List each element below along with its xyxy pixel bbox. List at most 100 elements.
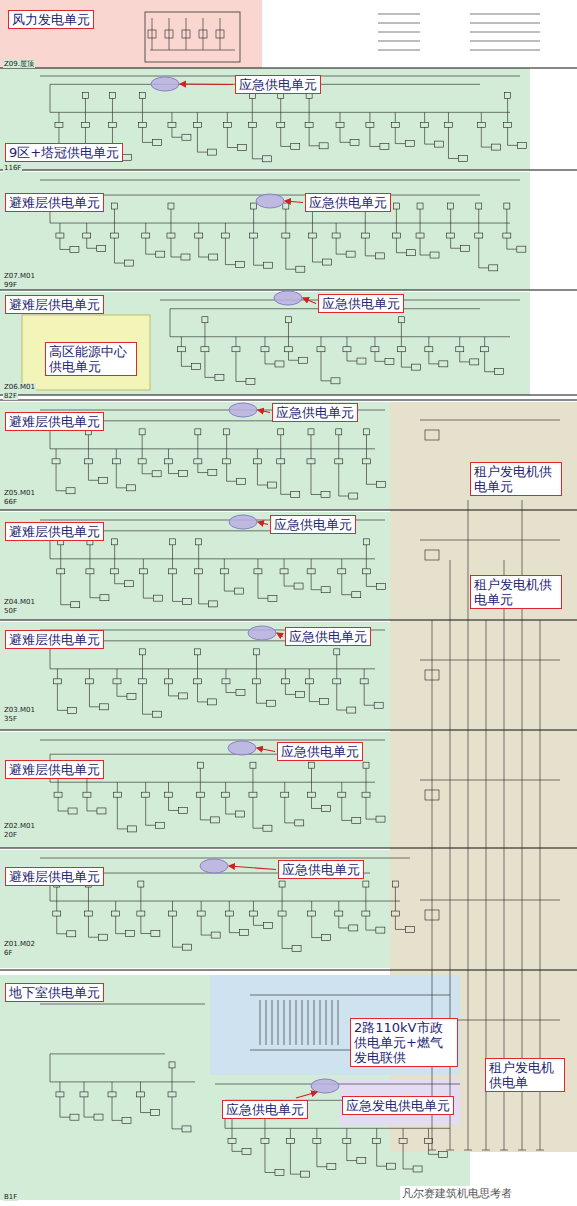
wire <box>172 1128 182 1129</box>
wire <box>168 473 178 474</box>
unit-label-box: 避难层供电单元 <box>5 412 104 431</box>
wire <box>369 112 370 122</box>
wire <box>50 1053 165 1054</box>
wire <box>282 916 283 948</box>
switch-box <box>182 134 191 140</box>
wire <box>266 1000 267 1045</box>
switch-box <box>83 792 91 797</box>
unit-label: 避难层供电单元 <box>9 524 100 539</box>
switch-box <box>363 762 369 768</box>
wire <box>506 209 507 223</box>
switch-box <box>111 203 117 209</box>
wire <box>311 574 312 590</box>
wire <box>378 23 420 24</box>
wire <box>57 710 67 711</box>
wire <box>366 768 367 782</box>
unit-label: 应急供电单元 <box>226 1102 304 1117</box>
unit-label: 应急发电供电单元 <box>346 1098 450 1113</box>
switch-box <box>112 539 118 545</box>
wire <box>428 352 429 364</box>
switch-box <box>195 569 203 574</box>
emergency-switch-marker <box>248 626 276 640</box>
wire <box>112 1097 113 1120</box>
wire <box>116 933 126 934</box>
leader-arrow <box>285 201 303 203</box>
wire <box>468 500 469 1150</box>
switch-box <box>336 122 344 127</box>
wire <box>341 797 342 820</box>
switch-box <box>183 944 192 950</box>
wire <box>310 435 311 449</box>
wire <box>232 1128 233 1138</box>
wire <box>181 352 182 367</box>
wire <box>403 1143 404 1169</box>
wire <box>401 367 411 368</box>
wire <box>170 238 171 257</box>
switch-box <box>291 143 300 149</box>
switch-box <box>397 347 405 352</box>
wire <box>150 50 235 51</box>
wire <box>316 1143 317 1166</box>
switch-box <box>456 347 464 352</box>
level-marker: 99F <box>3 281 18 289</box>
wire <box>366 574 367 587</box>
wire <box>252 768 253 782</box>
wire <box>224 591 234 592</box>
wire <box>181 337 182 347</box>
wire <box>290 1174 300 1175</box>
switch-box <box>153 595 162 601</box>
wire <box>203 18 204 50</box>
switch-box <box>242 1148 251 1154</box>
wire <box>365 255 375 256</box>
wire <box>339 927 349 928</box>
switch-box <box>113 679 121 684</box>
wire <box>145 797 146 825</box>
level-marker: 50F <box>3 607 18 615</box>
switch-box <box>294 583 303 589</box>
wire <box>141 1112 151 1113</box>
wire <box>59 238 60 249</box>
wire <box>320 352 321 381</box>
switch-box <box>122 1117 131 1123</box>
wire <box>284 574 285 586</box>
switch-box <box>305 679 313 684</box>
wire <box>220 18 221 50</box>
wire <box>197 655 198 669</box>
switch-box <box>362 459 370 464</box>
switch-box <box>228 1138 236 1143</box>
unit-label-box: 应急发电供电单元 <box>342 1096 454 1115</box>
unit-label-box: 避难层供电单元 <box>5 760 104 779</box>
wire <box>280 112 281 122</box>
switch-box <box>168 1092 176 1097</box>
wire <box>225 669 226 679</box>
switch-box <box>82 92 88 98</box>
wire <box>56 901 57 911</box>
switch-box <box>334 649 340 655</box>
wire <box>116 464 117 488</box>
wire <box>171 257 181 258</box>
switch-box <box>137 1092 145 1097</box>
wire <box>116 487 126 488</box>
switch-box <box>477 122 485 127</box>
wire <box>337 710 347 711</box>
wire <box>280 435 281 449</box>
wire <box>401 323 402 337</box>
wire <box>50 84 51 112</box>
wire <box>312 238 313 262</box>
level-marker: Z05.M01 <box>3 489 36 497</box>
wire <box>376 1128 377 1138</box>
wire <box>199 603 209 604</box>
switch-box <box>236 690 245 696</box>
wire <box>341 559 342 569</box>
unit-label-box: 避难层供电单元 <box>5 295 104 314</box>
wire <box>312 808 322 809</box>
wire <box>50 223 510 224</box>
wire <box>250 1050 350 1051</box>
switch-box <box>343 347 351 352</box>
wire <box>366 449 367 459</box>
wire <box>366 797 367 819</box>
switch-box <box>151 930 160 936</box>
wire <box>312 262 322 263</box>
wire <box>338 435 339 449</box>
wire <box>420 540 560 541</box>
